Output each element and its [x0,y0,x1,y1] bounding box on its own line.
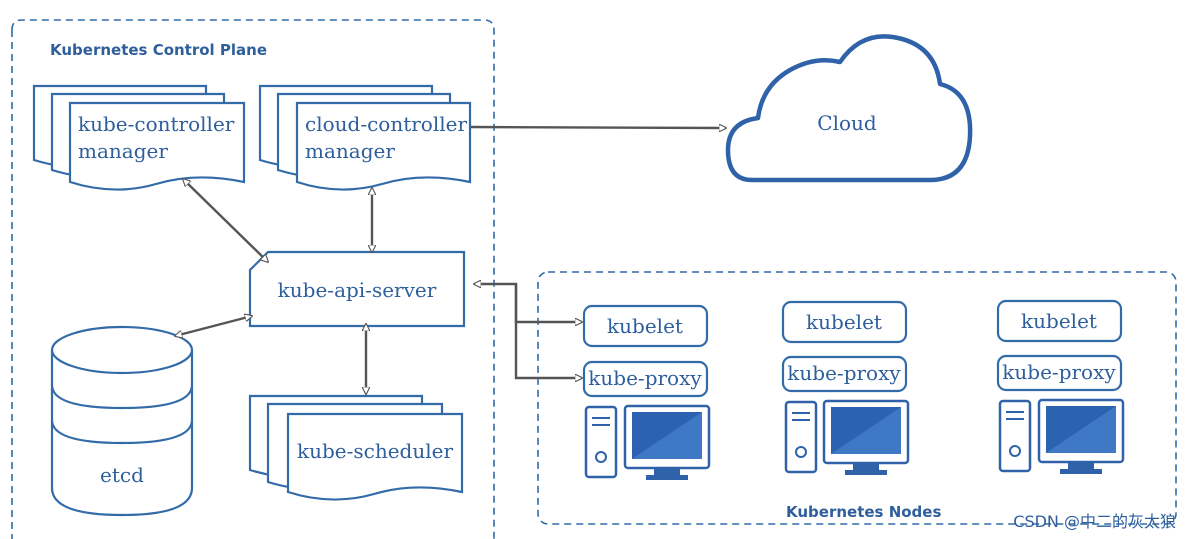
kubelet-box [781,300,908,344]
kube-controller-manager-line1: kube-controller [78,112,235,136]
node-1: kubelet kube-proxy [582,304,711,480]
computer-icon [784,399,910,475]
kube-proxy-label: kube-proxy [588,366,702,390]
cloud-controller-manager-line2: manager [305,139,395,163]
kube-scheduler: kube-scheduler [248,394,464,501]
watermark-text: CSDN @中二的灰太狼 [1013,512,1176,531]
kube-api-server-label: kube-api-server [278,278,437,302]
node-2: kubelet kube-proxy [781,300,910,475]
kube-api-server: kube-api-server [248,250,466,328]
nodes-boundary [537,271,1177,525]
kube-scheduler-label: kube-scheduler [297,439,453,463]
computer-icon [584,404,711,480]
connector-api-to-kube-controller [183,179,268,262]
cloud-shape: Cloud [725,34,973,183]
kubelet-label: kubelet [806,310,882,334]
kubelet-box [996,299,1123,343]
connector-api-to-kube-proxy [474,284,582,378]
cloud-controller-manager-line1: cloud-controller [305,112,467,136]
kube-proxy-label: kube-proxy [1002,360,1116,384]
cloud-label: Cloud [817,111,877,135]
computer-icon [998,398,1125,474]
kubelet-box [582,304,709,348]
kubelet-label: kubelet [607,314,683,338]
kube-controller-manager-line2: manager [78,139,168,163]
control-plane-title: Kubernetes Control Plane [50,41,267,59]
nodes-title: Kubernetes Nodes [786,503,941,521]
kube-proxy-label: kube-proxy [787,361,901,385]
node-3: kubelet kube-proxy [996,299,1125,474]
kube-controller-manager: kube-controller manager [32,84,246,191]
cloud-controller-manager: cloud-controller manager [258,84,472,191]
connector-api-to-etcd [175,316,252,336]
connector-cloud-controller-to-cloud [470,127,726,128]
control-plane-boundary [11,19,495,539]
connector-api-to-kubelet [514,284,582,322]
kube-proxy-box [582,360,709,398]
kube-proxy-box [781,355,908,393]
etcd-label: etcd [100,463,144,487]
kube-proxy-box [996,354,1123,392]
etcd-database: etcd [50,325,194,517]
kubelet-label: kubelet [1021,309,1097,333]
